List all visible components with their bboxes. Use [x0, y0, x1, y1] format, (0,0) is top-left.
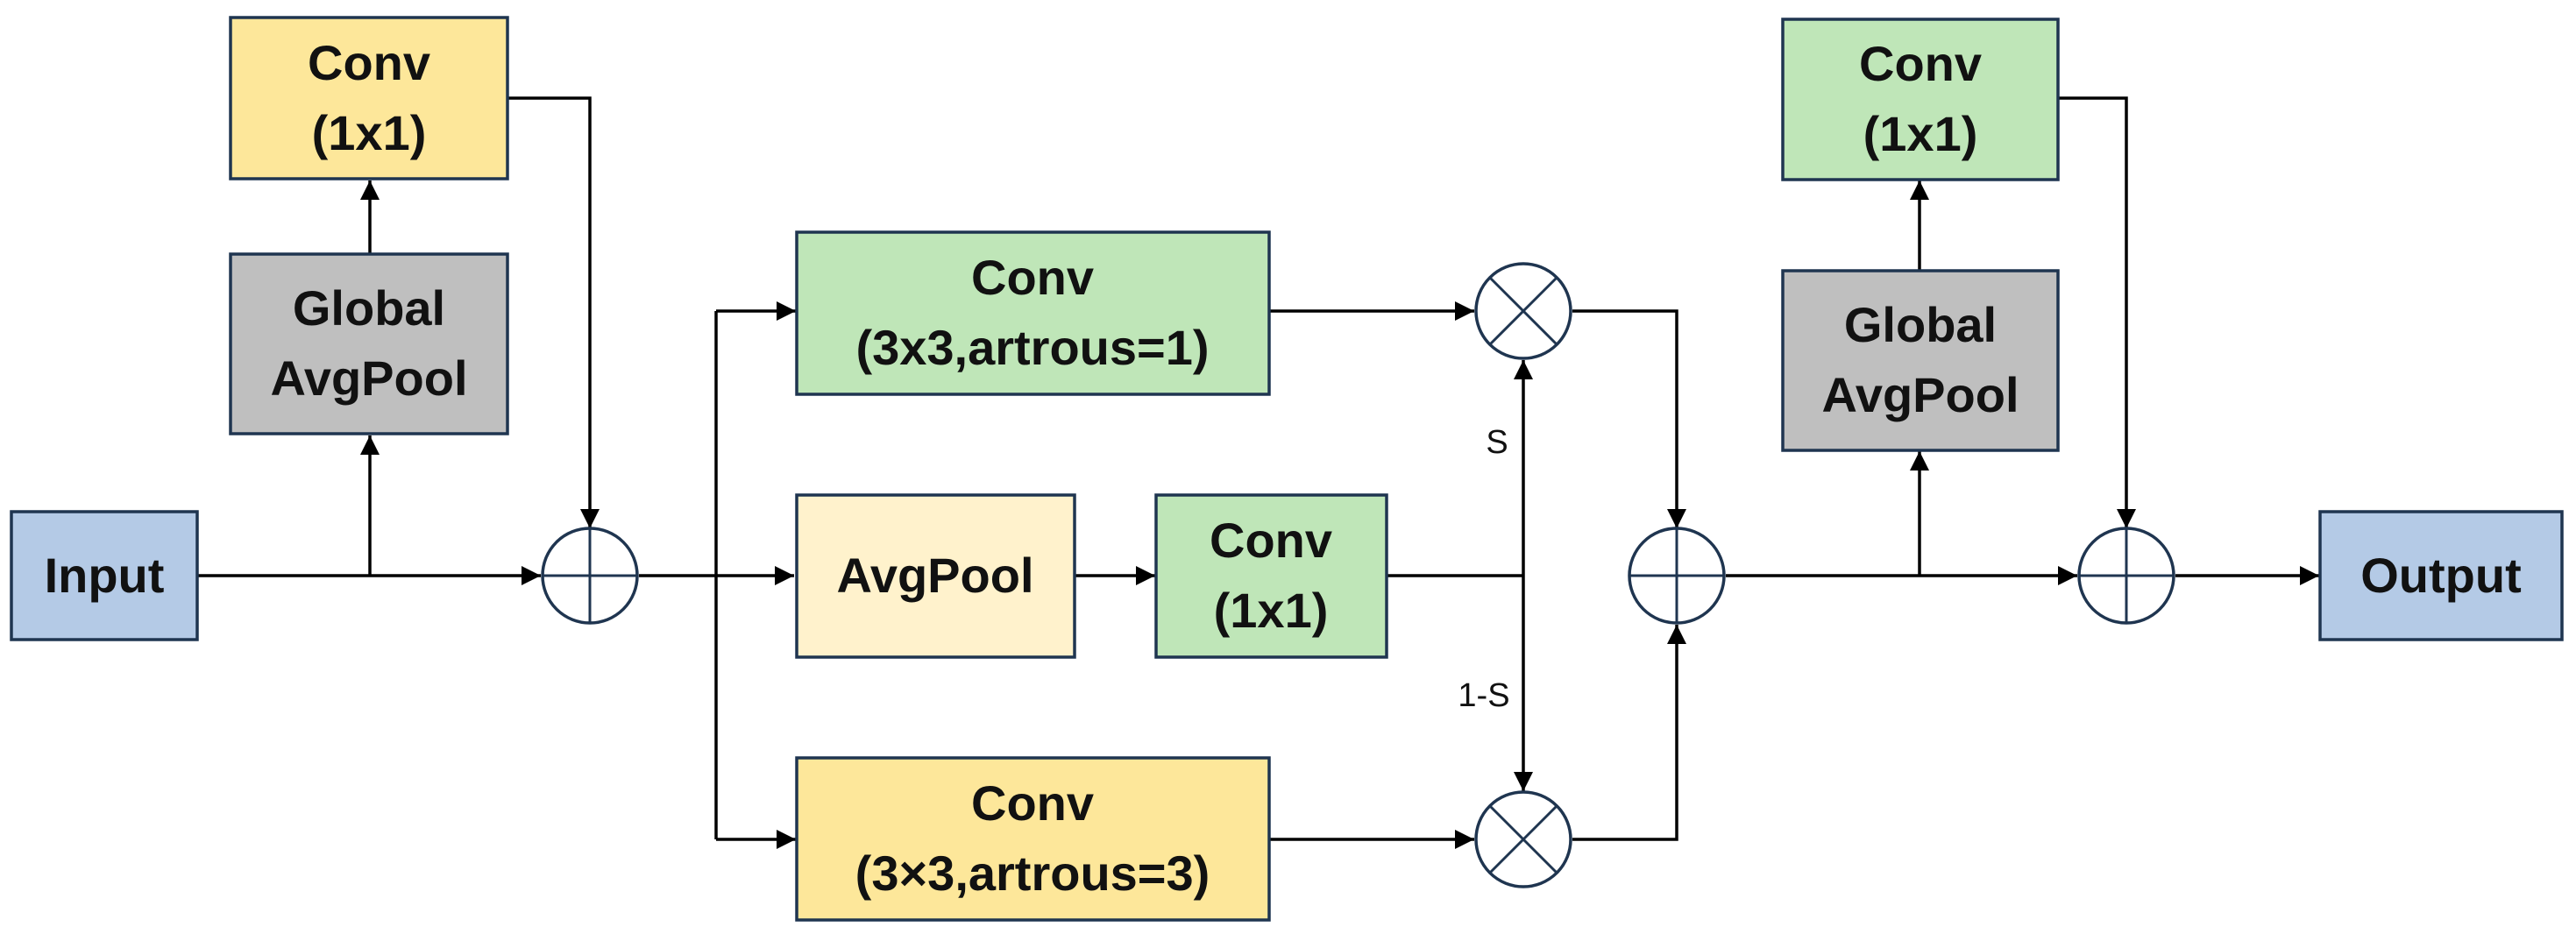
avgpool-node: AvgPool — [795, 493, 1076, 659]
multiply-operator-bottom — [1474, 790, 1572, 888]
conv-1x1-top-left-node: Conv (1x1) — [229, 16, 509, 180]
sum-operator-3 — [2077, 527, 2175, 625]
conv-tl-label-line-1: Conv — [308, 35, 430, 90]
svg-text:Input: Input — [45, 548, 165, 603]
edge-mult-top-to-sum2 — [1572, 309, 1686, 528]
svg-text:Conv(3×3,artrous=3): Conv (3×3,artrous=3) — [855, 775, 1210, 901]
conv-3x3-artrous-1-node: Conv (3x3,artrous=1) — [795, 230, 1271, 396]
gap-right-label-line-2: AvgPool — [1821, 367, 2019, 422]
conv-tl-label-line-2: (1x1) — [312, 105, 427, 160]
conv-tr-label-line-2: (1x1) — [1863, 106, 1978, 161]
conv-3x3-a3-label-line-1: Conv — [971, 775, 1094, 831]
svg-text:Conv(1x1): Conv (1x1) — [1859, 36, 1982, 161]
svg-text:Conv(1x1): Conv (1x1) — [308, 35, 430, 160]
edge-mult-bottom-to-sum2 — [1572, 625, 1686, 841]
conv-3x3-a1-label-line-1: Conv — [971, 250, 1094, 305]
sum-operator-1 — [541, 527, 639, 625]
output-node: Output — [2318, 510, 2564, 641]
sum-operator-2 — [1628, 527, 1726, 625]
conv-3x3-a3-label-line-2: (3×3,artrous=3) — [855, 845, 1210, 901]
input-label-line-1: Input — [45, 548, 165, 603]
edge-label-s: S — [1486, 424, 1508, 461]
conv-mid-label-line-2: (1x1) — [1214, 583, 1329, 638]
conv-tr-label-line-1: Conv — [1859, 36, 1982, 91]
conv-3x3-a1-label-line-2: (3x3,artrous=1) — [855, 320, 1209, 375]
edge-conv-tl-to-sum1 — [507, 96, 600, 528]
conv-1x1-middle-node: Conv (1x1) — [1154, 493, 1388, 659]
output-label-line-1: Output — [2360, 548, 2521, 603]
conv-mid-label-line-1: Conv — [1210, 513, 1332, 568]
input-node: Input — [10, 510, 199, 641]
edge-conv-tr-to-sum3 — [2058, 96, 2136, 528]
svg-text:AvgPool: AvgPool — [836, 548, 1033, 603]
svg-text:Conv(3x3,artrous=1): Conv (3x3,artrous=1) — [855, 250, 1209, 375]
conv-3x3-artrous-3-node: Conv (3×3,artrous=3) — [795, 756, 1271, 922]
gap-left-label-line-1: Global — [293, 280, 445, 336]
multiply-operator-top — [1474, 262, 1572, 360]
svg-text:Output: Output — [2360, 548, 2521, 603]
edge-label-one-minus-s: 1-S — [1458, 677, 1509, 714]
conv-1x1-top-right-node: Conv (1x1) — [1781, 18, 2060, 181]
svg-text:Conv(1x1): Conv (1x1) — [1210, 513, 1332, 638]
gap-left-label-line-2: AvgPool — [270, 350, 467, 406]
gap-right-label-line-1: Global — [1844, 297, 1997, 352]
avgpool-label-line-1: AvgPool — [836, 548, 1033, 603]
